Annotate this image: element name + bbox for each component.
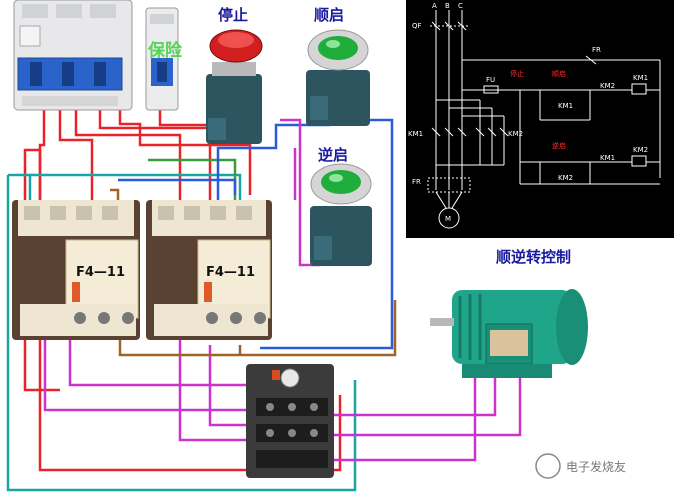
km2-interlock-label: KM2: [600, 82, 615, 90]
watermark-text: 电子发烧友: [566, 459, 626, 474]
km1-interlock-label: KM1: [600, 154, 615, 162]
phase-a-label: A: [432, 2, 437, 10]
reverse-start-label: 逆启: [318, 146, 348, 164]
phase-b-label: B: [445, 2, 450, 10]
km1-coil-label: KM1: [633, 74, 648, 82]
stop-button-label: 停止: [218, 6, 248, 24]
stop-button[interactable]: [206, 29, 263, 144]
schematic-fwd-label: 顺启: [552, 69, 566, 78]
motor-symbol-label: M: [445, 215, 451, 223]
contactor-km1: [12, 200, 140, 340]
phase-c-label: C: [458, 2, 463, 10]
qf-label: QF: [412, 22, 422, 30]
forward-start-button[interactable]: [306, 29, 370, 126]
diagram-title: 顺逆转控制: [496, 248, 571, 266]
fr-top-label: FR: [592, 46, 601, 54]
contactor-km2: [146, 200, 272, 340]
km2-aux-label: KM2: [558, 174, 573, 182]
motor: [430, 289, 588, 378]
watermark: 电子发烧友: [535, 453, 626, 479]
three-pole-breaker: [13, 0, 133, 111]
ghost-overlay-text: 保险: [147, 40, 183, 61]
forward-start-label: 顺启: [314, 6, 344, 24]
km1-main-label: KM1: [408, 130, 423, 138]
schematic-stop-label: 停止: [510, 69, 524, 78]
single-pole-breaker: [145, 7, 179, 111]
schematic-panel: A B C QF FU FR FR KM1 KM2 KM1 KM2 KM1 KM…: [406, 0, 674, 238]
reverse-start-button[interactable]: [310, 163, 372, 266]
km2-main-label: KM2: [508, 130, 523, 138]
fr-bottom-label: FR: [412, 178, 421, 186]
km1-aux-label: KM1: [558, 102, 573, 110]
schematic-rev-label: 逆启: [552, 141, 566, 150]
contactor-km2-model: F4—11: [206, 265, 255, 280]
thermal-overload-relay: [246, 364, 334, 478]
fu-label: FU: [486, 76, 495, 84]
km2-coil-label: KM2: [633, 146, 648, 154]
contactor-km1-model: F4—11: [76, 265, 125, 280]
